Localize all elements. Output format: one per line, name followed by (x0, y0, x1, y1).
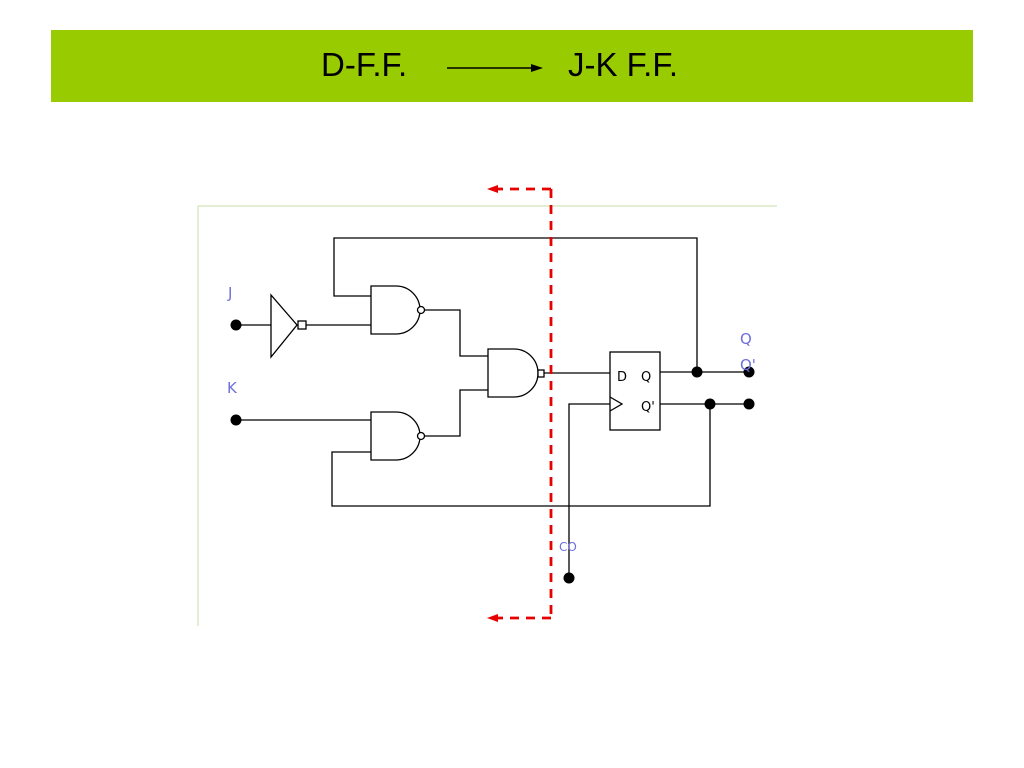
input-label-k: K (227, 379, 238, 397)
partition-divider (498, 187, 553, 620)
ff-d-label: D (617, 370, 627, 385)
d-flip-flop: D Q Q' (609, 351, 661, 431)
wire-nand2-out (425, 389, 488, 437)
nand-gate-upper-bubble (416, 305, 426, 315)
nand-gate-output-bubble (537, 369, 545, 378)
output-node-q (743, 366, 755, 378)
junction-node-qbar (704, 398, 716, 410)
nand-gate-lower-bubble (416, 431, 426, 441)
title-bar (51, 30, 973, 102)
title-arrow-icon (447, 64, 543, 72)
diagram-frame (197, 205, 777, 626)
input-node-j (230, 319, 242, 331)
output-label-qbar: Q' (740, 356, 756, 374)
divider-arrow-bottom-icon (487, 614, 498, 622)
wire-nand1-out (425, 309, 488, 357)
title-target: J-K F.F. (568, 46, 679, 83)
clock-triangle-icon (609, 396, 624, 412)
feedback-wire-q (333, 237, 698, 372)
clock-node (563, 572, 575, 584)
feedback-wire-qbar (331, 404, 711, 507)
divider-arrow-top-icon (487, 185, 498, 193)
output-label-q: Q (740, 330, 752, 348)
ff-qbar-label: Q' (641, 400, 655, 415)
nand-gate-lower (370, 411, 421, 461)
clock-label: CO (559, 540, 577, 554)
wire-clock (568, 403, 610, 578)
not-gate (270, 293, 307, 359)
input-label-j: J (227, 284, 232, 302)
ff-q-label: Q (641, 370, 651, 385)
nand-gate-output (487, 348, 539, 398)
nand-gate-upper (370, 285, 421, 335)
title-source: D-F.F. (321, 46, 408, 83)
output-node-qbar (743, 398, 755, 410)
junction-node-q (691, 366, 703, 378)
input-node-k (230, 414, 242, 426)
